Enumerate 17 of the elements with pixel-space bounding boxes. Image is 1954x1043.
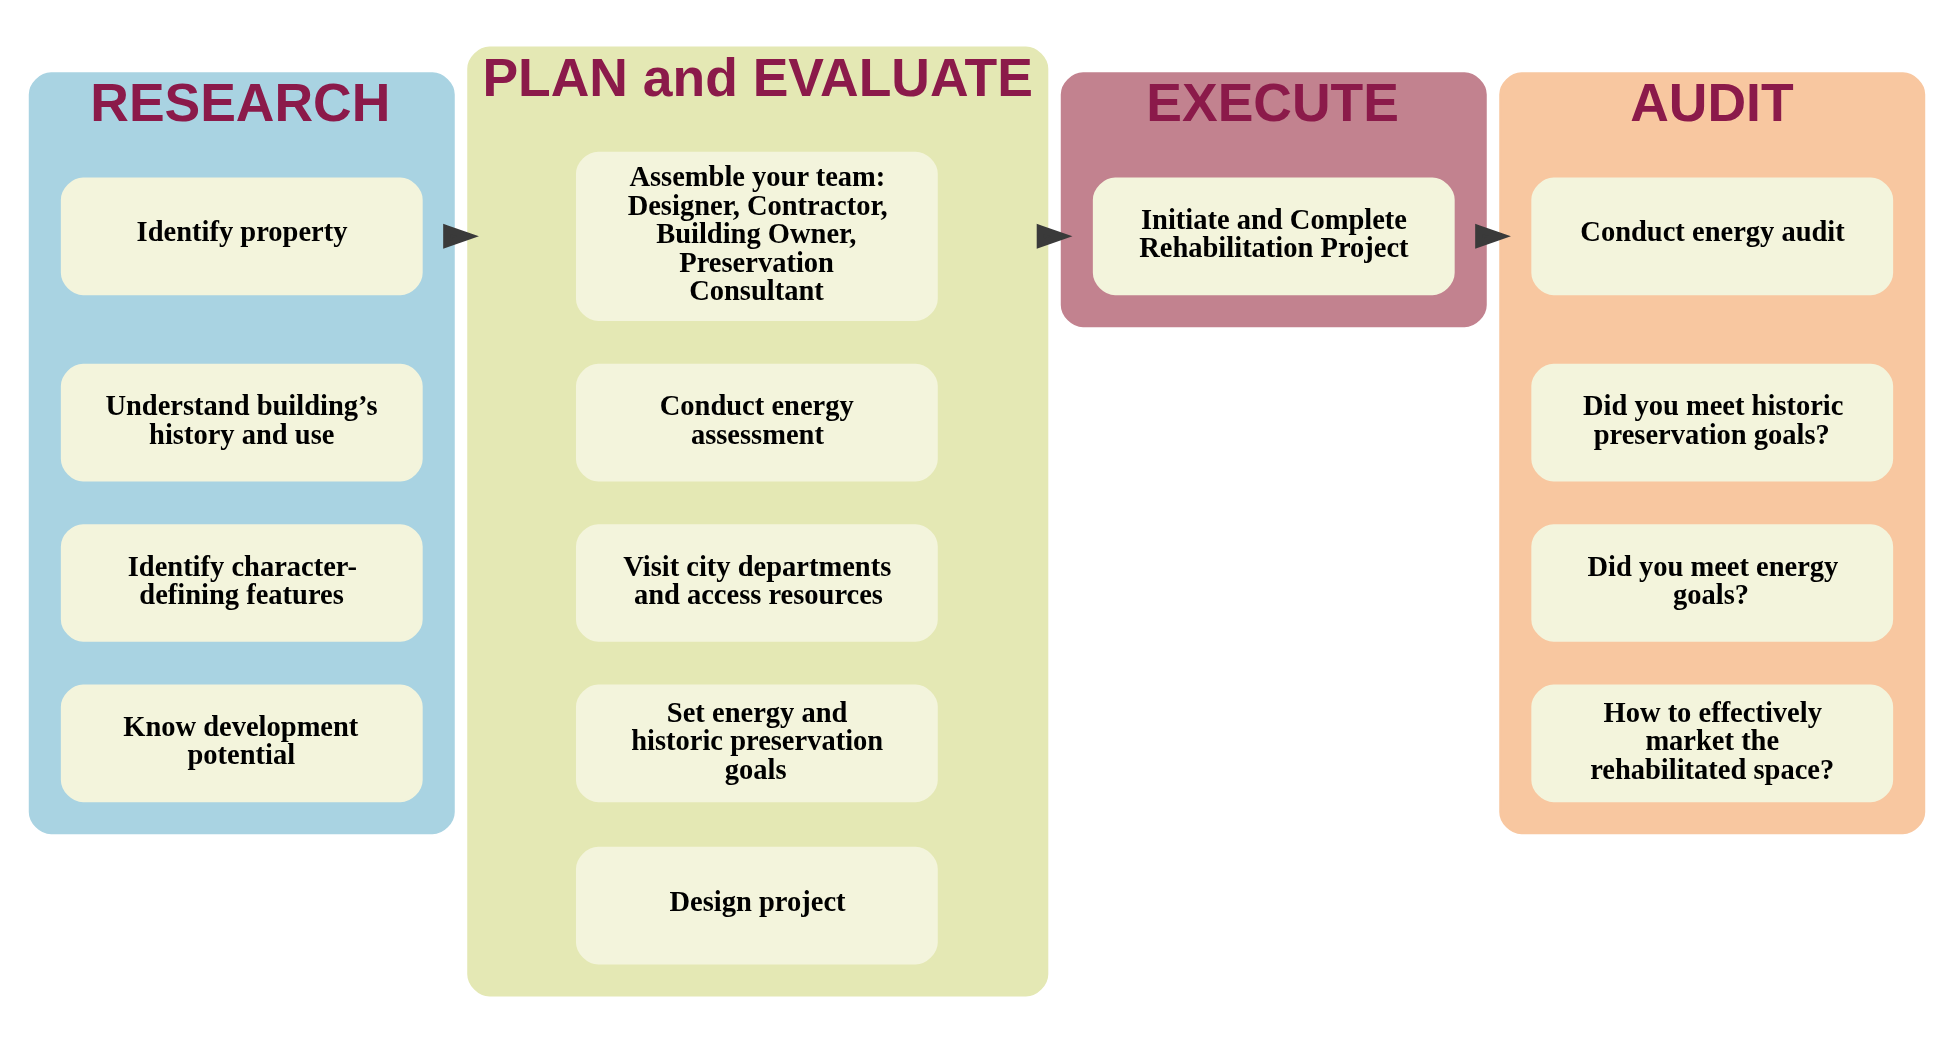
node-box: Did you meet energy goals?	[1531, 524, 1894, 642]
arrow	[1036, 223, 1073, 249]
node-box: Initiate and Complete Rehabilitation Project	[1092, 177, 1455, 296]
node-box: Understand building’s history and use	[60, 363, 423, 482]
arrow	[1475, 223, 1511, 249]
node-box: Know development potential	[60, 684, 423, 803]
node-box: Design project	[575, 846, 938, 965]
node-box: Assemble your team: Designer, Contractor, Building Owner, Preservation Consultant	[575, 151, 938, 321]
node-box: Identify character-defining features	[60, 524, 423, 642]
node-box: Set energy and historic preservation goals	[575, 684, 938, 803]
node-box: Conduct energy assessment	[575, 363, 938, 482]
node-box: Visit city departments and access resources	[575, 524, 938, 642]
arrow	[443, 223, 479, 249]
node-box: Identify property	[60, 177, 423, 296]
node-box: Did you meet historic preservation goals?	[1531, 363, 1894, 482]
node-box: How to effectively market the rehabilitated space?	[1531, 684, 1894, 803]
node-box: Conduct energy audit	[1531, 177, 1894, 296]
